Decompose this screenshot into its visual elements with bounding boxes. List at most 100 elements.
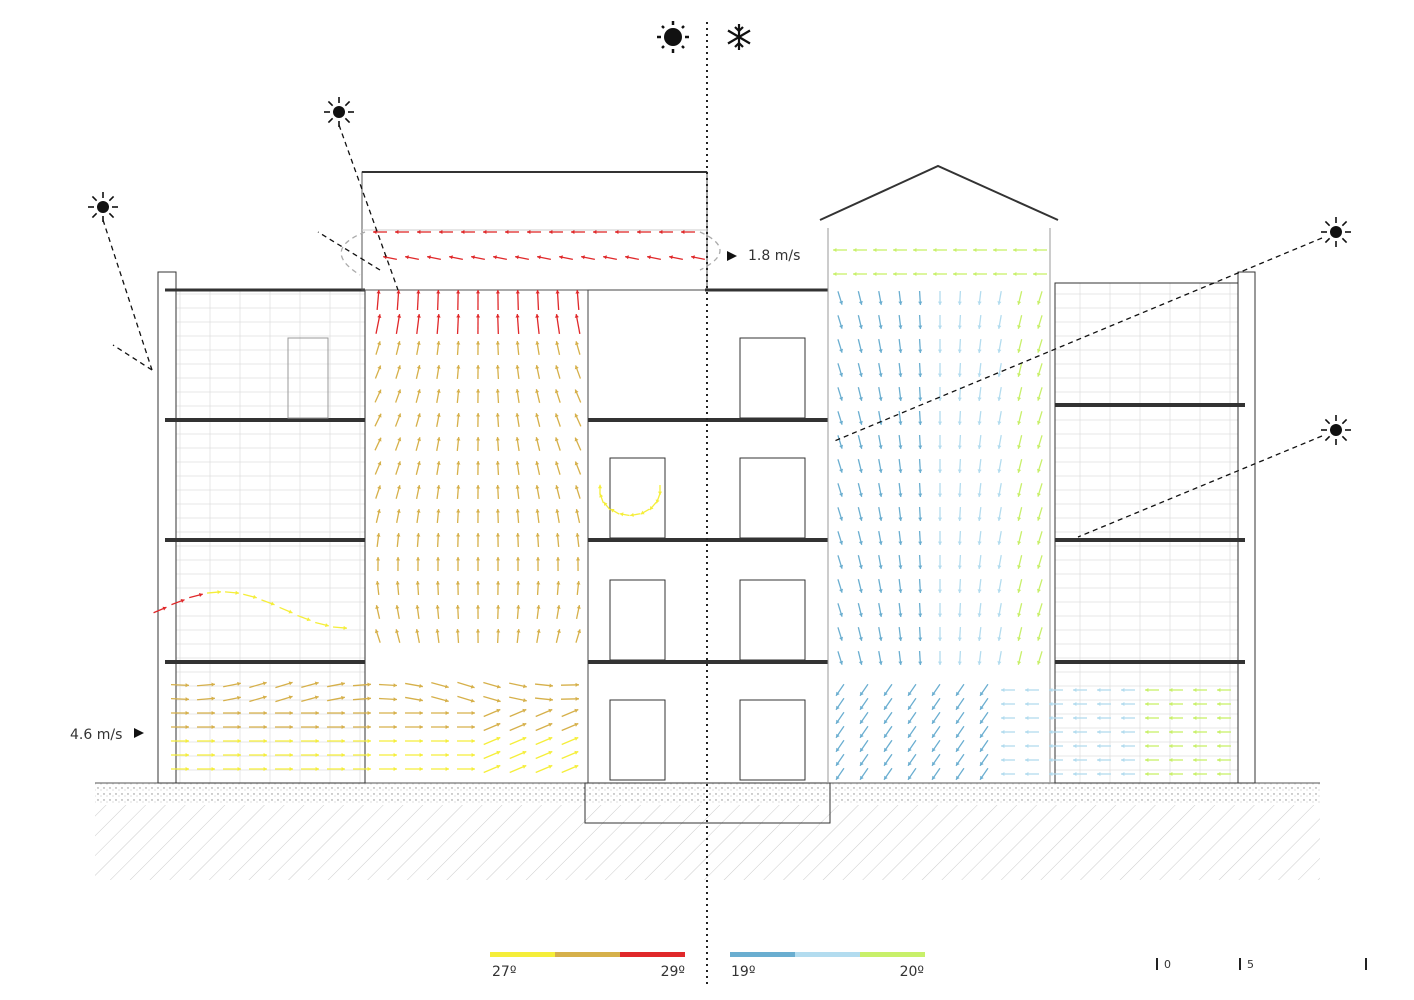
airflow-arrowhead — [270, 601, 275, 606]
ground-speed-label: 4.6 m/s — [70, 727, 122, 743]
airflow-arrowhead — [475, 365, 481, 369]
airflow-arrowhead — [419, 724, 423, 730]
airflow-arrowhead — [475, 533, 481, 537]
airflow-arrowhead — [397, 389, 402, 394]
airflow-arrowhead — [858, 420, 863, 425]
airflow-arrowhead — [495, 485, 500, 489]
airflow-arrowhead — [878, 301, 883, 305]
airflow-arrowhead — [997, 613, 1002, 617]
airflow-arrowhead — [574, 750, 579, 755]
airflow-arrowhead — [456, 365, 461, 369]
airflow-arrowhead — [1017, 348, 1022, 353]
airflow-arrowhead — [1073, 715, 1077, 721]
airflow-arrowhead — [522, 764, 527, 769]
airflow-arrowhead — [548, 736, 553, 741]
airflow-arrowhead — [657, 491, 663, 495]
airflow-arrowhead — [396, 341, 401, 346]
airflow-arrowhead — [515, 557, 521, 561]
airflow-arrowhead — [574, 736, 579, 741]
airflow-arrowhead — [289, 738, 293, 744]
airflow-arrowhead — [211, 738, 215, 744]
airflow-arrowhead — [997, 589, 1002, 593]
warm-max-label: 29º — [661, 964, 685, 980]
airflow-arrowhead — [393, 738, 397, 744]
airflow-arrowhead — [515, 533, 520, 537]
airflow-arrowhead — [625, 255, 629, 260]
airflow-arrowhead — [211, 710, 215, 716]
airflow-arrowhead — [577, 629, 582, 634]
airflow-arrowhead — [1036, 588, 1041, 593]
airflow-arrowhead — [997, 517, 1002, 521]
airflow-arrowhead — [475, 605, 481, 609]
airflow-arrowhead — [483, 229, 487, 235]
airflow-arrowhead — [997, 301, 1002, 305]
airflow-arrowhead — [419, 752, 423, 758]
airflow-arrowhead — [1049, 701, 1053, 707]
airflow-arrowhead — [211, 724, 215, 730]
airflow-arrowhead — [535, 485, 540, 489]
airflow-arrowhead — [839, 396, 844, 401]
airflow-arrowhead — [878, 349, 883, 353]
airflow-arrowhead — [918, 469, 923, 473]
airflow-arrowhead — [884, 705, 888, 710]
airflow-arrowhead — [1025, 715, 1029, 721]
airflow-arrowhead — [445, 766, 449, 772]
airflow-arrowhead — [515, 485, 520, 489]
airflow-arrowhead — [496, 708, 501, 713]
airflow-arrowhead — [341, 724, 345, 730]
airflow-arrowhead — [535, 509, 540, 513]
airflow-arrowhead — [1073, 701, 1077, 707]
airflow-arrowhead — [1017, 420, 1022, 425]
airflow-arrowhead — [1121, 687, 1125, 693]
airflow-arrowhead — [918, 373, 923, 377]
airflow-arrowhead — [185, 738, 189, 744]
airflow-arrowhead — [555, 533, 560, 537]
airflow-arrowhead — [898, 397, 903, 401]
airflow-arrowhead — [535, 461, 540, 465]
airflow-arrowhead — [416, 461, 421, 466]
airflow-arrowhead — [575, 557, 581, 561]
airflow-arrowhead — [436, 533, 441, 537]
airflow-arrowhead — [1017, 516, 1022, 521]
airflow-arrowhead — [180, 598, 185, 603]
airflow-arrowhead — [898, 637, 903, 641]
airflow-arrowhead — [1049, 687, 1053, 693]
airflow-arrowhead — [574, 437, 579, 442]
airflow-arrowhead — [288, 609, 293, 614]
airflow-arrowhead — [918, 325, 923, 329]
airflow-arrowhead — [419, 710, 423, 716]
airflow-arrowhead — [419, 697, 423, 702]
airflow-arrowhead — [419, 766, 423, 772]
airflow-arrowhead — [548, 708, 553, 713]
airflow-arrowhead — [575, 290, 580, 294]
sun-icon — [1321, 415, 1351, 445]
airflow-arrowhead — [416, 509, 421, 513]
airflow-arrowhead — [574, 314, 579, 318]
airflow-arrowhead — [839, 492, 844, 497]
airflow-arrowhead — [1017, 564, 1022, 569]
airflow-arrowhead — [263, 710, 267, 716]
airflow-arrowhead — [377, 437, 382, 442]
airflow-arrowhead — [918, 541, 923, 545]
airflow-arrowhead — [839, 420, 844, 425]
airflow-arrowhead — [237, 695, 241, 700]
airflow-arrowhead — [555, 341, 560, 345]
airflow-arrowhead — [211, 752, 215, 758]
airflow-arrowhead — [1017, 540, 1022, 545]
airflow-arrowhead — [555, 365, 560, 370]
airflow-arrowhead — [913, 271, 917, 277]
airflow-arrowhead — [953, 247, 957, 253]
airflow-arrowhead — [1193, 757, 1197, 763]
airflow-arrowhead — [185, 766, 189, 772]
airflow-arrowhead — [957, 445, 962, 449]
airflow-arrowhead — [980, 747, 984, 752]
speed-marker-ground — [134, 728, 144, 738]
airflow-arrowhead — [1025, 757, 1029, 763]
airflow-arrowhead — [574, 413, 579, 418]
airflow-arrowhead — [574, 708, 579, 713]
airflow-arrowhead — [396, 485, 401, 490]
airflow-arrowhead — [933, 247, 937, 253]
airflow-arrowhead — [898, 613, 903, 617]
airflow-arrowhead — [495, 461, 500, 465]
airflow-arrowhead — [515, 290, 520, 294]
